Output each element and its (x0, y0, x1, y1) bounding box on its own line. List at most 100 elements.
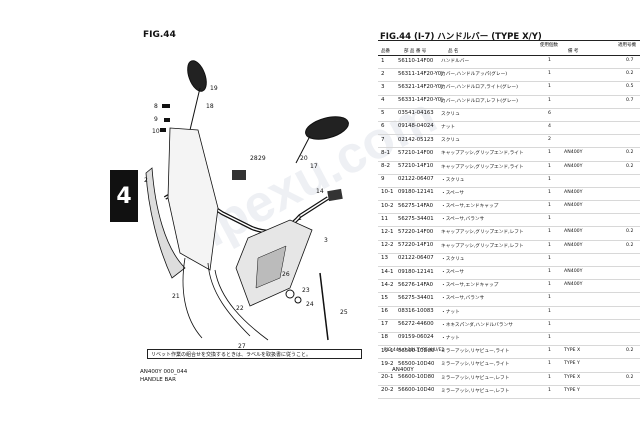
ref-number: 9 (381, 176, 385, 183)
ref-number: 1 (381, 57, 385, 64)
assembly-note: リベット作業の組合せを交換するときは、ラベルを取扱書に従うこと。 (147, 349, 362, 359)
quantity: 1 (548, 176, 551, 182)
callout-numbers: 19 8 9 10 18 2 28 29 17 20 14 1 3 26 23 … (144, 85, 348, 350)
part-name: カバー,ハンドルロア,ライト(グレー) (441, 85, 518, 91)
part-number: 02142-05123 (398, 136, 434, 143)
part-name: ・スペーサ,バランサ (441, 296, 485, 302)
part-number: 56110-14F00 (398, 57, 434, 64)
section-tab: 4 (110, 170, 138, 222)
part-name: スクリュ (441, 138, 460, 144)
remarks: TYPE Y (564, 387, 580, 393)
footer-model: AN400Y (392, 367, 414, 373)
header-remarks: 備 考 (568, 49, 579, 54)
callout-21: 21 (172, 293, 180, 300)
part-name: ・スペーサ,バランサ (441, 217, 485, 223)
callout-22: 22 (236, 305, 244, 312)
remarks: AN400Y (564, 229, 583, 235)
ref-number: 18 (381, 334, 388, 341)
header-part: 部 品 番 号 (404, 49, 427, 54)
part-number: 56275-14FA0 (398, 202, 434, 209)
part-name: ・ネキスパンダ,ハンドルバランサ (441, 322, 513, 328)
remarks: TYPE Y (564, 361, 580, 367)
part-number: 56272-44600 (398, 321, 434, 328)
callout-27: 27 (238, 343, 246, 350)
header-ref: 品番 (381, 49, 390, 54)
quantity: 1 (548, 229, 551, 235)
table-row: 9 02122-06407 ・スクリュ 1 (378, 175, 640, 188)
ref-number: 16 (381, 308, 388, 315)
quantity: 1 (548, 387, 551, 393)
quantity: 1 (548, 242, 551, 248)
part-number: 09148-04024 (398, 123, 434, 130)
part-name: スクリュ (441, 111, 460, 117)
ref-number: 19-1 (381, 347, 394, 354)
footer-title: HANDLE BAR (140, 377, 176, 383)
remarks: AN400Y (564, 242, 583, 248)
quantity: 1 (548, 348, 551, 354)
part-number: 56600-10D40 (398, 387, 435, 394)
callout-10: 10 (152, 128, 160, 135)
serial-range: 0.5 (626, 84, 634, 90)
callout-23: 23 (302, 287, 310, 294)
remarks: AN400Y (564, 150, 583, 156)
callout-9: 9 (154, 116, 158, 123)
part-number: 56276-14FA0 (398, 281, 434, 288)
ref-number: 20-1 (381, 374, 394, 380)
ref-number: 14-2 (381, 281, 394, 288)
ref-number: 8-2 (381, 163, 390, 169)
part-name: キャップアッシ,グリップエンド,レフト (441, 243, 524, 249)
callout-20: 20 (300, 155, 308, 162)
ref-number: 8-1 (381, 149, 390, 156)
part-name: ・スクリュ (441, 177, 465, 183)
part-name: キャップアッシ,グリップエンド,ライト (441, 151, 524, 157)
quantity: 1 (548, 282, 551, 288)
quantity: 1 (548, 84, 551, 90)
quantity: 1 (548, 150, 551, 156)
callout-17: 17 (310, 163, 318, 170)
part-name: ・スペーサ,エンドキャップ (441, 283, 499, 289)
table-header: 品番 部 品 番 号 品 名 使用個数 備 考 適用号機 (378, 40, 640, 56)
part-number: 02122-06407 (398, 255, 434, 262)
serial-range: 0.7 (626, 58, 634, 63)
part-name: ミラーアッシ,リヤビュー,ライト (441, 349, 510, 355)
footer-code: AN400Y 000_044 (140, 369, 188, 375)
ref-number: 2 (381, 70, 385, 77)
part-name: ナット (441, 124, 456, 130)
callout-25: 25 (340, 309, 348, 316)
table-row: 14-2 56276-14FA0 ・スペーサ,エンドキャップ 1 AN400Y (378, 280, 640, 294)
ref-number: 10-2 (381, 202, 394, 209)
quantity: 6 (548, 110, 551, 116)
serial-range: 0.2 (626, 71, 634, 77)
header-qty: 使用個数 (540, 43, 558, 48)
ref-number: 12-1 (381, 228, 394, 235)
quantity: 1 (548, 203, 551, 209)
part-name: ・ナット (441, 335, 460, 341)
ref-number: 12-2 (381, 242, 394, 249)
quantity: 1 (548, 361, 551, 367)
callout-29: 29 (258, 155, 266, 162)
remarks: AN400Y (564, 282, 583, 288)
serial-range: 0.2 (626, 374, 634, 380)
callout-14: 14 (316, 188, 324, 195)
callout-24: 24 (306, 301, 314, 308)
part-name: ミラーアッシ,リヤビュー,ライト (441, 362, 510, 368)
callout-1: 1 (298, 215, 302, 222)
part-number: 02122-06407 (398, 176, 434, 183)
ref-number: 13 (381, 255, 388, 262)
part-name: ・スペーサ,エンドキャップ (441, 204, 499, 210)
ref-number: 19-2 (381, 360, 394, 367)
callout-28: 28 (250, 155, 258, 162)
serial-range: 0.2 (626, 242, 634, 248)
